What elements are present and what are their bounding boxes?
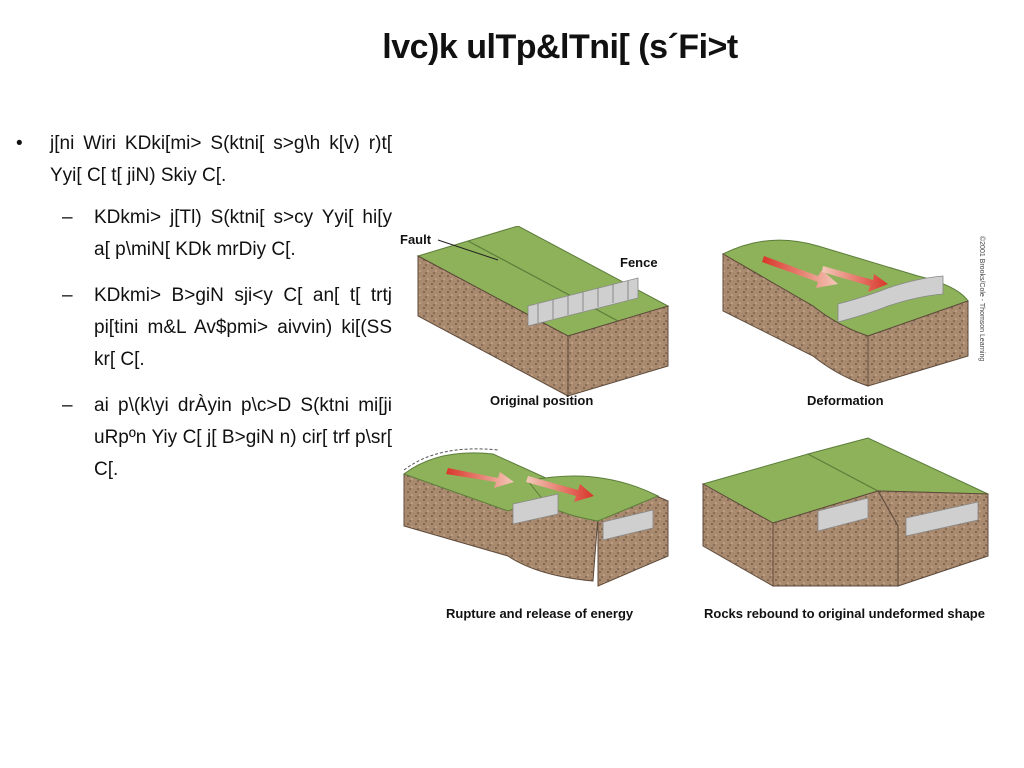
- fence-label: Fence: [620, 255, 658, 270]
- fence-icon: [512, 493, 654, 541]
- dash-icon: –: [62, 395, 73, 416]
- fence-icon: [527, 277, 639, 327]
- arrow-icon: [446, 468, 514, 488]
- bullet-dot-icon: •: [16, 133, 23, 154]
- dash-icon: –: [62, 207, 73, 228]
- arrow-icon: [526, 476, 594, 502]
- panel-caption: Rocks rebound to original undeformed sha…: [704, 606, 985, 621]
- slide-body: • j[ni Wiri KDki[mi> S(ktni[ s>g\h k[v) …: [14, 128, 392, 500]
- sub-bullet-item: – ai p\(k\yi drÀyin p\c>D S(ktni mi[ji u…: [62, 390, 392, 486]
- fence-icon: [837, 275, 944, 323]
- sub-bullet-text: ai p\(k\yi drÀyin p\c>D S(ktni mi[ji uRp…: [94, 395, 392, 480]
- sub-bullet-text: KDkmi> j[Tl) S(ktni[ s>cy Yyi[ hi[y a[ p…: [94, 207, 392, 260]
- slide-title: lvc)k ulTp&lTni[ (s´Fi>t: [382, 28, 738, 66]
- sub-bullet-item: – KDkmi> j[Tl) S(ktni[ s>cy Yyi[ hi[y a[…: [62, 202, 392, 266]
- panel-rebound: Rocks rebound to original undeformed sha…: [701, 437, 989, 621]
- bullet-text: j[ni Wiri KDki[mi> S(ktni[ s>g\h k[v) r)…: [50, 133, 392, 186]
- bullet-item: • j[ni Wiri KDki[mi> S(ktni[ s>g\h k[v) …: [14, 128, 392, 192]
- dash-icon: –: [62, 285, 73, 306]
- fault-pointer: [437, 239, 499, 261]
- arrow-icon: [822, 266, 888, 292]
- panel-original-position: Fault Fence Original position: [400, 226, 670, 408]
- fault-label: Fault: [400, 232, 432, 247]
- panel-caption: Deformation: [807, 393, 884, 408]
- panel-caption: Rupture and release of energy: [446, 606, 634, 621]
- panel-caption: Original position: [490, 393, 593, 408]
- sub-bullet-text: KDkmi> B>giN sji<y C[ an[ t[ trtj pi[tin…: [94, 285, 392, 370]
- arrow-icon: [762, 256, 838, 288]
- copyright-text: ©2001 Brooks/Cole - Thomson Learning: [978, 236, 986, 361]
- fence-icon: [817, 497, 979, 537]
- sub-bullet-item: – KDkmi> B>giN sji<y C[ an[ t[ trtj pi[t…: [62, 280, 392, 376]
- panel-rupture: Rupture and release of energy: [402, 448, 669, 621]
- panel-deformation: ©2001 Brooks/Cole - Thomson Learning Def…: [721, 236, 986, 408]
- elastic-rebound-figure: Fault Fence Original position ©2001 Broo…: [400, 226, 989, 621]
